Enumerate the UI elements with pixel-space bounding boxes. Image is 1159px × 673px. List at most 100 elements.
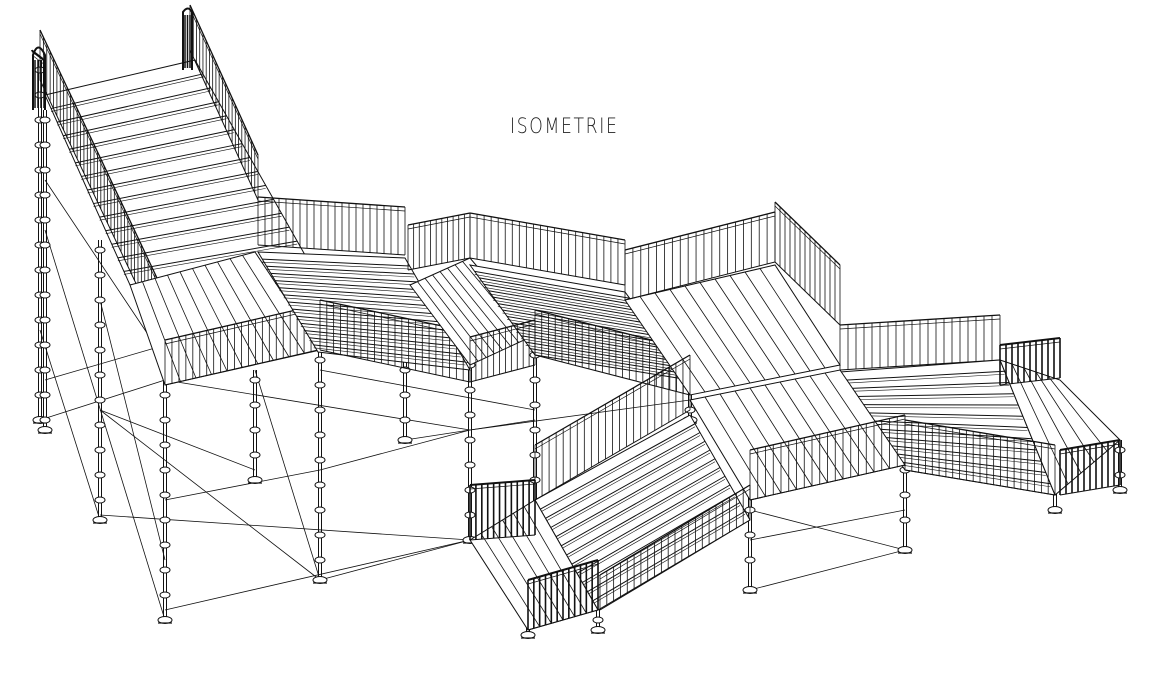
coupler-ring bbox=[249, 426, 261, 434]
line bbox=[111, 212, 282, 245]
line bbox=[266, 268, 415, 278]
line bbox=[469, 399, 691, 431]
coupler-ring bbox=[529, 376, 541, 384]
line bbox=[1047, 375, 1108, 452]
line bbox=[407, 212, 471, 226]
line bbox=[520, 335, 677, 362]
line bbox=[432, 274, 495, 354]
right-upper-landing-back bbox=[624, 211, 776, 301]
lower-landing-railing bbox=[749, 414, 906, 501]
coupler-ring bbox=[39, 316, 51, 324]
line bbox=[300, 322, 452, 339]
line bbox=[99, 514, 471, 541]
line bbox=[117, 226, 290, 259]
line bbox=[845, 370, 1005, 381]
line bbox=[488, 290, 644, 318]
line bbox=[283, 294, 433, 307]
coupler-ring bbox=[399, 391, 411, 399]
line bbox=[856, 393, 1014, 397]
coupler-ring bbox=[314, 431, 326, 439]
coupler-ring bbox=[314, 356, 326, 364]
line bbox=[749, 509, 906, 551]
line bbox=[154, 278, 197, 379]
line bbox=[189, 8, 259, 160]
line bbox=[714, 278, 781, 378]
coupler-ring bbox=[159, 441, 171, 449]
coupler-ring bbox=[314, 381, 326, 389]
coupler-ring bbox=[249, 451, 261, 459]
line bbox=[313, 344, 466, 363]
line bbox=[270, 272, 419, 283]
coupler-ring bbox=[314, 531, 326, 539]
coupler-ring bbox=[94, 346, 106, 354]
line bbox=[883, 440, 1037, 454]
line bbox=[319, 539, 471, 581]
line bbox=[439, 271, 503, 351]
line bbox=[99, 409, 321, 581]
coupler-ring bbox=[94, 496, 106, 504]
line bbox=[850, 385, 1010, 392]
line bbox=[566, 467, 721, 556]
line bbox=[407, 257, 471, 271]
line bbox=[262, 261, 410, 270]
line bbox=[469, 364, 536, 383]
line bbox=[266, 265, 415, 275]
coupler-ring bbox=[314, 456, 326, 464]
line bbox=[275, 280, 424, 291]
line bbox=[774, 205, 841, 270]
top-left-gate bbox=[32, 7, 193, 110]
line bbox=[888, 445, 1042, 462]
line bbox=[287, 304, 438, 318]
line bbox=[729, 275, 796, 375]
line bbox=[309, 340, 461, 358]
line bbox=[867, 415, 1023, 420]
line bbox=[516, 331, 672, 359]
line bbox=[480, 533, 541, 627]
lower-landing bbox=[689, 369, 906, 501]
line bbox=[719, 393, 782, 494]
lower-central-stair-railing-2 bbox=[599, 484, 751, 611]
line bbox=[624, 215, 776, 255]
diagonal-brace bbox=[99, 409, 321, 581]
line bbox=[493, 296, 649, 324]
line bbox=[469, 479, 536, 486]
line bbox=[292, 311, 443, 326]
line bbox=[639, 296, 706, 393]
coupler-ring bbox=[39, 141, 51, 149]
line bbox=[474, 270, 630, 299]
line bbox=[319, 369, 536, 411]
line bbox=[50, 73, 203, 110]
line bbox=[407, 216, 471, 230]
coupler-ring bbox=[314, 481, 326, 489]
line bbox=[545, 435, 701, 522]
line bbox=[899, 461, 1051, 485]
line bbox=[624, 261, 776, 301]
line bbox=[759, 268, 826, 369]
line bbox=[204, 265, 259, 365]
coupler-ring bbox=[159, 591, 171, 599]
line bbox=[474, 274, 630, 302]
scaffold-post bbox=[247, 370, 263, 484]
line bbox=[899, 464, 1051, 488]
coupler-ring bbox=[314, 406, 326, 414]
diagonal-brace bbox=[319, 429, 471, 471]
line bbox=[530, 348, 686, 375]
lower-central-stair-railing bbox=[534, 354, 691, 501]
line bbox=[257, 244, 406, 256]
diagonal-brace bbox=[164, 379, 471, 431]
line bbox=[39, 29, 166, 296]
line bbox=[774, 261, 841, 326]
diagonal-brace bbox=[319, 539, 471, 581]
line bbox=[262, 258, 410, 267]
coupler-ring bbox=[159, 416, 171, 424]
line bbox=[292, 308, 443, 323]
line bbox=[287, 301, 438, 315]
coupler-ring bbox=[39, 216, 51, 224]
right-bottom-gate bbox=[1059, 439, 1121, 496]
line bbox=[525, 344, 681, 371]
line bbox=[469, 483, 536, 490]
line bbox=[516, 328, 672, 356]
line bbox=[300, 326, 452, 342]
line bbox=[99, 299, 166, 561]
coupler-ring bbox=[529, 401, 541, 409]
